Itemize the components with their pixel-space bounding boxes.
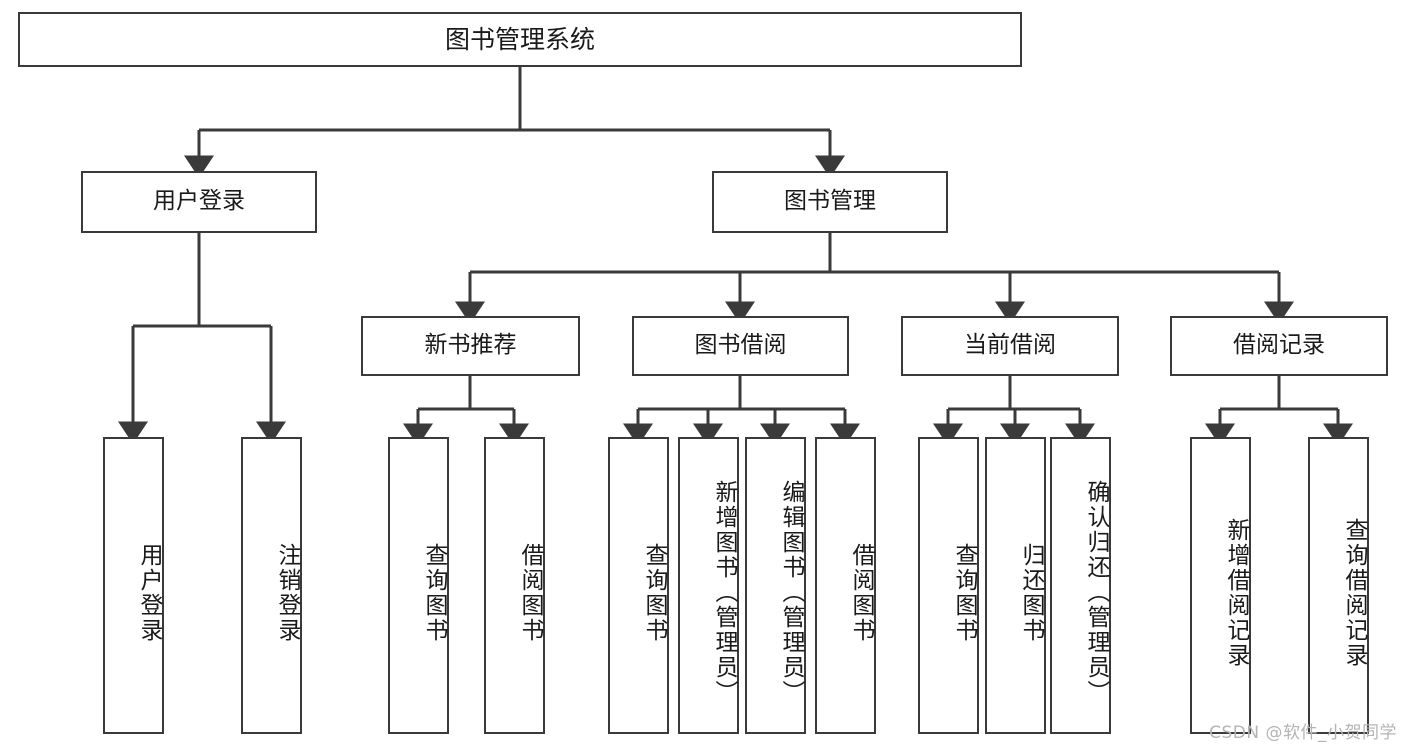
node-leaf-borrow-book-label: 借阅图书 — [848, 542, 874, 643]
node-leaf-user-logout[interactable]: 注销登录 — [241, 437, 302, 734]
node-book-borrow-label: 图书借阅 — [694, 332, 787, 359]
node-leaf-user-logout-label: 注销登录 — [274, 542, 300, 643]
node-leaf-query-book-new[interactable]: 查询图书 — [388, 437, 449, 734]
node-leaf-query-book-new-label: 查询图书 — [421, 542, 447, 643]
node-borrow-record[interactable]: 借阅记录 — [1170, 316, 1388, 376]
node-leaf-user-login[interactable]: 用户登录 — [103, 437, 164, 734]
node-book-borrow[interactable]: 图书借阅 — [632, 316, 849, 376]
node-leaf-confirm-return[interactable]: 确认归还（管理员） — [1050, 437, 1111, 734]
node-new-book-recommend[interactable]: 新书推荐 — [361, 316, 580, 376]
node-leaf-add-record[interactable]: 新增借阅记录 — [1190, 437, 1251, 734]
node-leaf-add-record-label: 新增借阅记录 — [1223, 517, 1249, 668]
node-leaf-confirm-return-label: 确认归还（管理员） — [1083, 480, 1109, 705]
node-leaf-borrow-book-new-label: 借阅图书 — [517, 542, 543, 643]
node-leaf-query-book-cur[interactable]: 查询图书 — [918, 437, 979, 734]
node-user-login[interactable]: 用户登录 — [81, 171, 317, 233]
node-leaf-query-book-cur-label: 查询图书 — [951, 542, 977, 643]
node-leaf-edit-book-admin[interactable]: 编辑图书（管理员） — [745, 437, 806, 734]
node-current-borrow[interactable]: 当前借阅 — [901, 316, 1119, 376]
node-leaf-edit-book-admin-label: 编辑图书（管理员） — [778, 480, 804, 705]
node-leaf-query-record-label: 查询借阅记录 — [1341, 517, 1367, 668]
node-root-label: 图书管理系统 — [444, 24, 595, 54]
node-book-management-label: 图书管理 — [784, 188, 876, 215]
node-leaf-borrow-book[interactable]: 借阅图书 — [815, 437, 876, 734]
node-new-book-recommend-label: 新书推荐 — [424, 332, 517, 359]
node-leaf-add-book-admin[interactable]: 新增图书（管理员） — [678, 437, 739, 734]
node-leaf-query-book-label: 查询图书 — [641, 542, 667, 643]
node-leaf-query-record[interactable]: 查询借阅记录 — [1308, 437, 1369, 734]
node-leaf-borrow-book-new[interactable]: 借阅图书 — [484, 437, 545, 734]
node-leaf-user-login-label: 用户登录 — [136, 542, 162, 643]
node-user-login-label: 用户登录 — [153, 188, 245, 215]
node-leaf-query-book[interactable]: 查询图书 — [608, 437, 669, 734]
node-leaf-add-book-admin-label: 新增图书（管理员） — [711, 480, 737, 705]
csdn-watermark: CSDN @软件_小贺同学 — [1209, 723, 1397, 743]
node-book-management[interactable]: 图书管理 — [712, 171, 948, 233]
node-leaf-return-book[interactable]: 归还图书 — [985, 437, 1046, 734]
node-borrow-record-label: 借阅记录 — [1233, 332, 1325, 359]
node-current-borrow-label: 当前借阅 — [964, 332, 1056, 359]
node-root[interactable]: 图书管理系统 — [18, 12, 1022, 67]
node-leaf-return-book-label: 归还图书 — [1018, 542, 1044, 643]
